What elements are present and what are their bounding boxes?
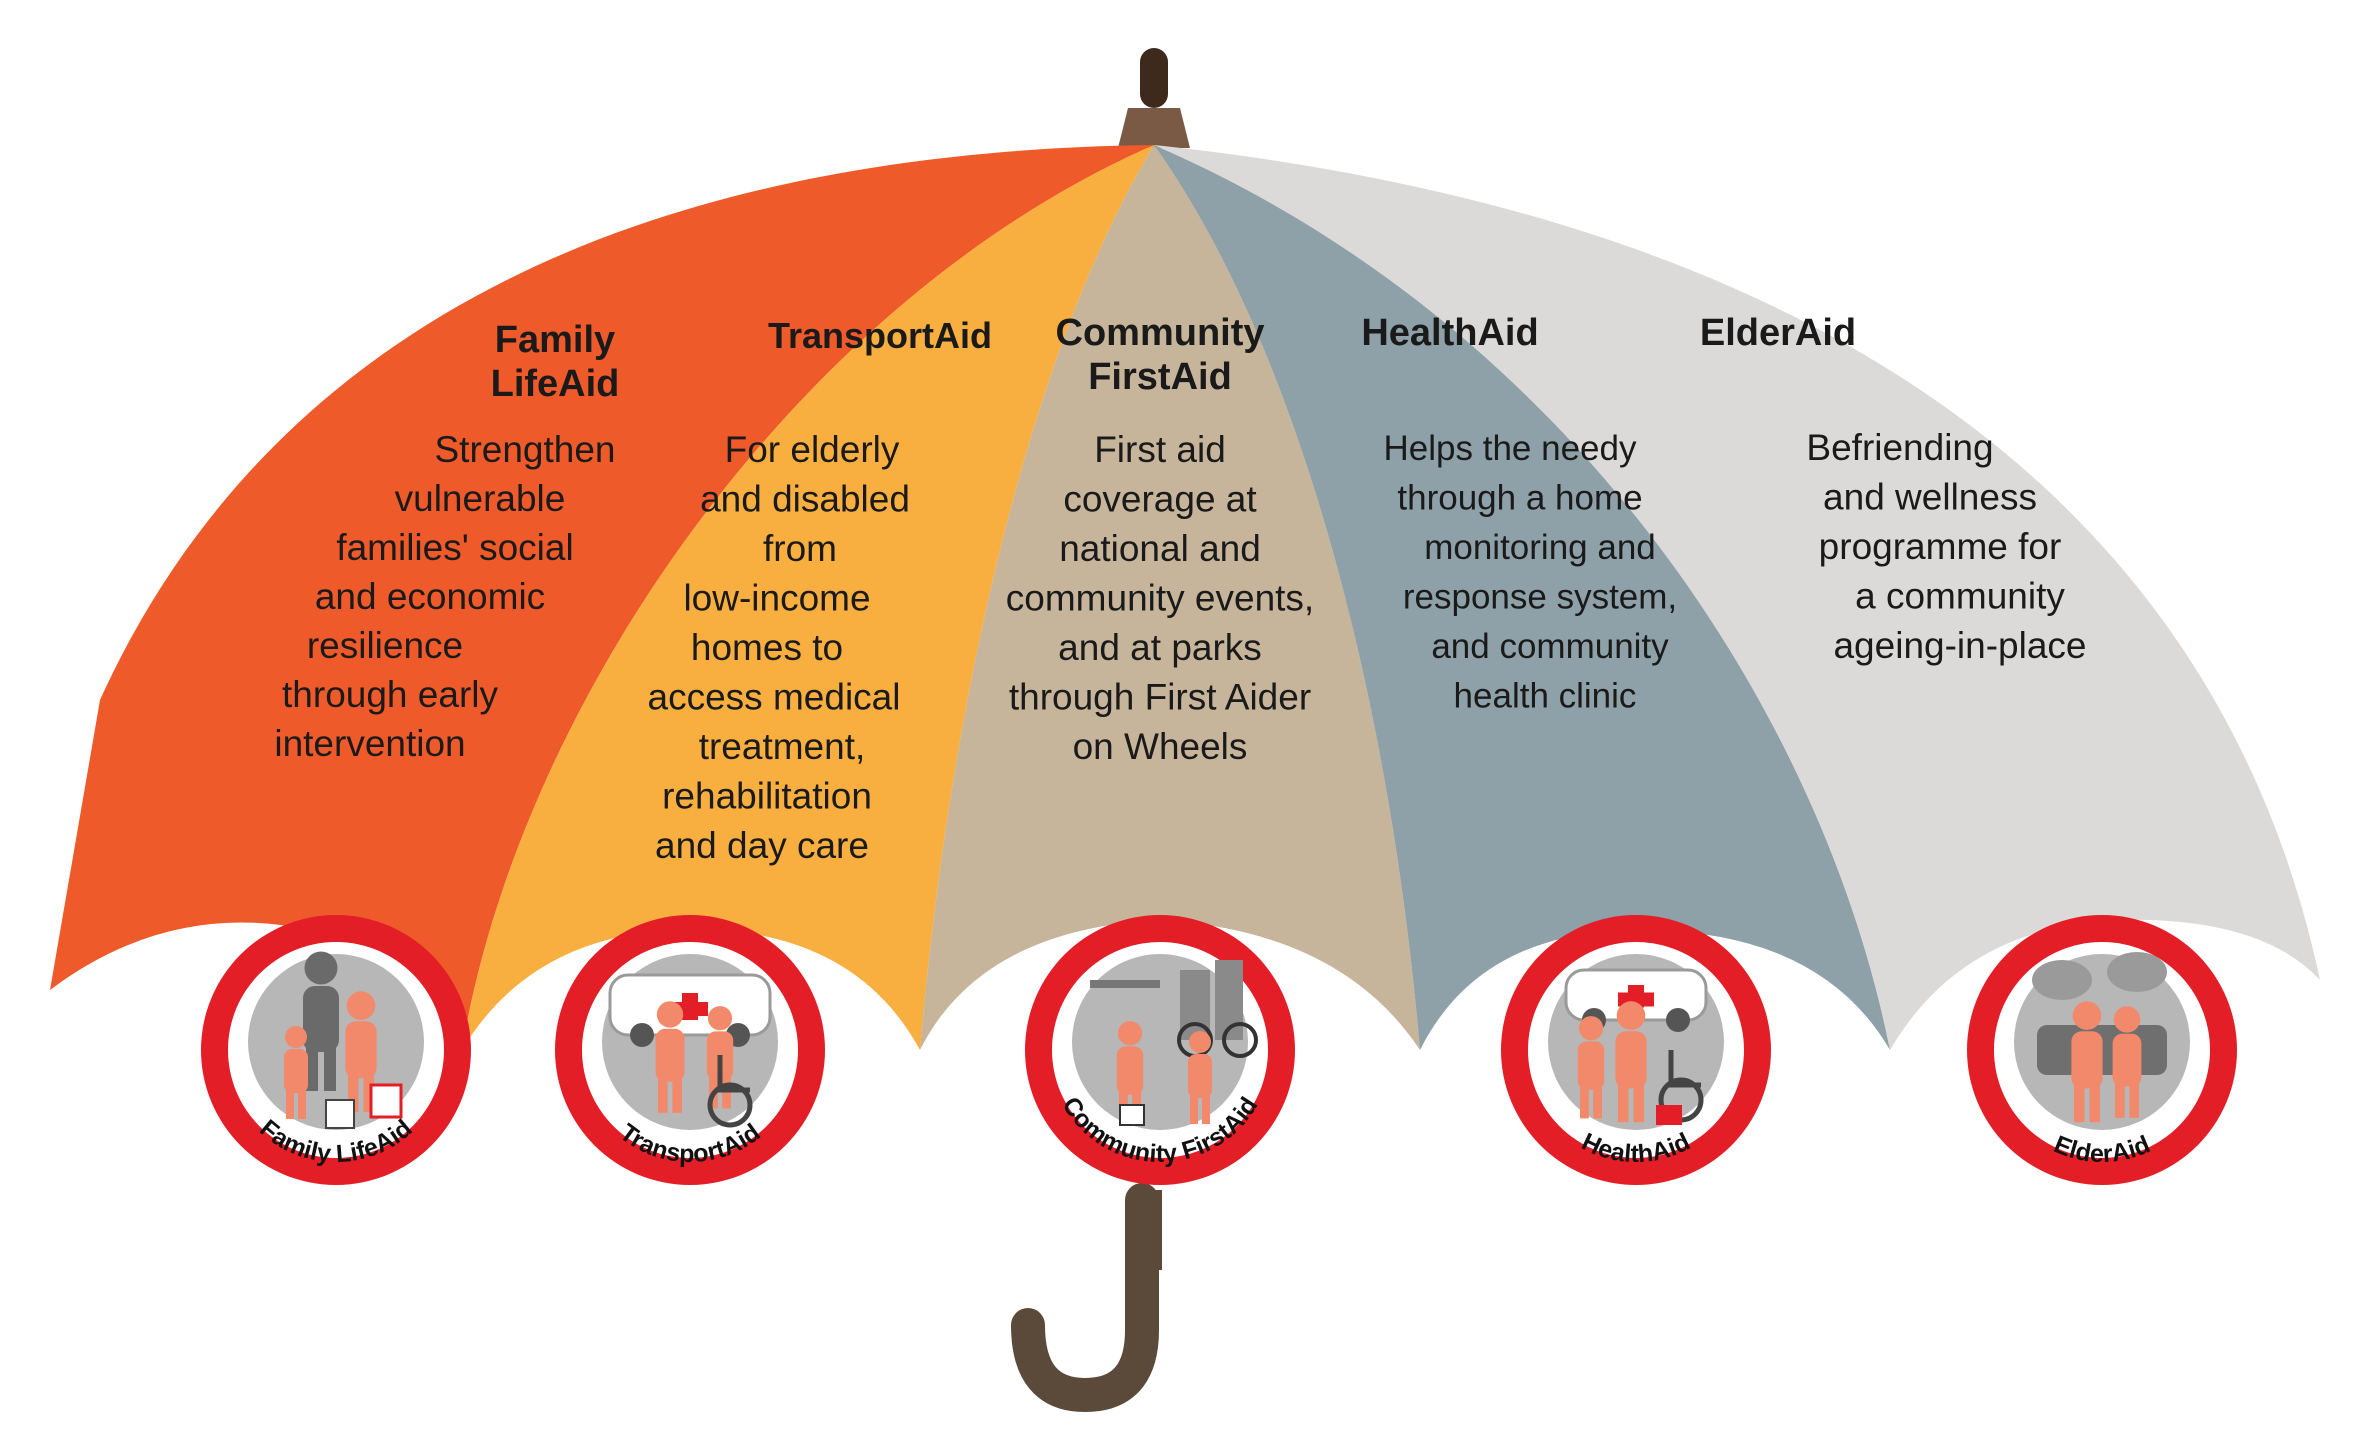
segment-description-line: through a home — [1397, 479, 1642, 518]
segment-description-line: Strengthen — [434, 429, 615, 470]
segment-description-line: low-income — [683, 578, 870, 619]
segment-description-line: on Wheels — [1073, 726, 1248, 767]
segment-description-line: families' social — [336, 527, 573, 568]
segment-description-line: from — [763, 528, 837, 569]
segment-transport — [462, 145, 1154, 1050]
badge-health: HealthAid — [1501, 915, 1771, 1185]
umbrella-handle — [1011, 1183, 1159, 1413]
elderly-couple-icon — [2032, 952, 2167, 1123]
doctor-ambulance-icon — [1564, 968, 1708, 1125]
segment-health — [1154, 145, 1890, 1050]
ambulance-wheelchair-icon — [608, 973, 772, 1128]
segment-description-line: rehabilitation — [662, 776, 872, 817]
segment-description-line: For elderly — [725, 429, 900, 470]
first-aid-bicycle-icon — [1090, 960, 1258, 1126]
umbrella-tip — [1118, 48, 1190, 148]
segment-description-line: and wellness — [1823, 477, 2037, 518]
segment-description-line: treatment, — [699, 726, 866, 767]
segment-title-transport: TransportAid — [768, 315, 992, 356]
segment-description-line: programme for — [1819, 526, 2062, 567]
segment-description-line: community events, — [1006, 578, 1314, 619]
segment-description-line: a community — [1855, 576, 2065, 617]
segment-description-line: Befriending — [1806, 427, 1993, 468]
segment-family — [50, 145, 1154, 1050]
segment-description-line: and economic — [315, 576, 545, 617]
segment-description-line: ageing-in-place — [1833, 625, 2086, 666]
segment-title-family: Family — [495, 319, 615, 361]
segment-description-line: and day care — [655, 825, 869, 866]
segment-description-line: and disabled — [700, 479, 910, 520]
badge-family: Family LifeAid — [201, 915, 471, 1185]
segment-title-family: LifeAid — [491, 363, 620, 405]
segment-description-line: national and — [1059, 528, 1261, 569]
segment-title-community: FirstAid — [1088, 356, 1232, 398]
segment-title-elder: ElderAid — [1700, 312, 1856, 354]
segment-community — [920, 145, 1420, 1050]
segment-elder — [1154, 145, 2320, 1050]
badges: Family LifeAid TransportAid Community Firs… — [201, 915, 2237, 1185]
segment-description-line: homes to — [691, 627, 843, 668]
segment-description-line: resilience — [307, 625, 463, 666]
badge-elder: ElderAid — [1967, 915, 2237, 1185]
segment-description-line: vulnerable — [395, 478, 566, 519]
segment-description-line: health clinic — [1454, 677, 1637, 716]
segment-description-line: access medical — [648, 677, 901, 718]
segment-title-community: Community — [1056, 312, 1265, 354]
segment-description-line: First aid — [1094, 429, 1226, 470]
segment-description-line: and at parks — [1058, 627, 1262, 668]
segment-title-health: HealthAid — [1361, 312, 1538, 354]
badge-transport: TransportAid — [555, 915, 825, 1185]
segment-description-line: intervention — [274, 723, 465, 764]
segment-description-line: response system, — [1403, 578, 1677, 617]
badge-community: Community FirstAid — [1025, 915, 1295, 1185]
segment-description-line: coverage at — [1063, 479, 1257, 520]
family-icon — [284, 951, 403, 1129]
segment-description-line: Helps the needy — [1384, 429, 1637, 468]
segment-description-line: monitoring and — [1424, 528, 1656, 567]
segment-description-line: through early — [282, 674, 498, 715]
segment-description-line: through First Aider — [1009, 677, 1311, 718]
segment-description-line: and community — [1431, 627, 1669, 666]
